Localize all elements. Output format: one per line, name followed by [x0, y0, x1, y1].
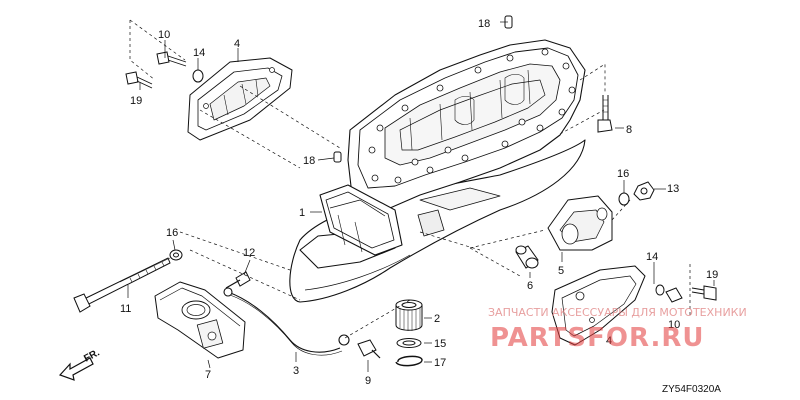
callout-4-right: 4	[606, 335, 612, 347]
callout-17: 17	[434, 357, 446, 369]
front-direction-indicator: FR.	[58, 347, 102, 381]
callout-14-top: 14	[193, 47, 205, 59]
bolt-10-right	[665, 287, 683, 303]
callout-8: 8	[626, 124, 632, 136]
bolt-9	[357, 339, 381, 359]
mount-bracket	[547, 195, 613, 251]
nut-13	[633, 181, 655, 201]
callout-13: 13	[667, 183, 679, 195]
watermark-logo: PARTSFOR.RU	[490, 323, 704, 353]
bolt-19-right	[691, 285, 717, 301]
callout-12: 12	[243, 247, 255, 259]
figure-code: ZY54F0320A	[662, 384, 721, 395]
screw-12	[225, 271, 251, 289]
callout-14-right: 14	[646, 251, 658, 263]
bearing	[395, 299, 423, 331]
bolt-10-top	[156, 51, 187, 67]
callout-9: 9	[365, 375, 371, 387]
washer-14-top	[192, 69, 204, 83]
cover-plate-upper	[187, 57, 293, 141]
callout-10-right: 10	[668, 319, 680, 331]
leader-lines	[127, 19, 715, 372]
washer-16-left	[169, 249, 183, 261]
washer-14-right	[655, 284, 665, 296]
bolt-8	[597, 95, 613, 133]
rubber-grommet	[515, 245, 539, 269]
callout-1: 1	[299, 207, 305, 219]
long-bolt	[73, 257, 171, 313]
callout-18-mid: 18	[303, 155, 315, 167]
dowel-pin-mid	[333, 151, 342, 163]
callout-4-top: 4	[234, 38, 240, 50]
front-arrow-icon	[58, 357, 94, 381]
callout-11: 11	[120, 303, 131, 315]
washer-16-right	[618, 192, 630, 206]
watermark-subtitle: ЗАПЧАСТИ АКСЕССУАРЫ ДЛЯ МОТОТЕХНИКИ	[488, 306, 747, 319]
watermark: ЗАПЧАСТИ АКСЕССУАРЫ ДЛЯ МОТОТЕХНИКИ PART…	[488, 306, 747, 353]
callout-6: 6	[527, 280, 533, 292]
extension-case	[289, 39, 586, 303]
callout-16-left: 16	[166, 227, 178, 239]
callout-15: 15	[434, 338, 446, 350]
washer-15	[396, 338, 422, 348]
front-label: FR.	[82, 347, 102, 364]
callout-18-top: 18	[478, 18, 490, 30]
callouts: 10 14 4 19 18 18 8 1 16 13 16 12 5 6 14 …	[120, 18, 718, 387]
callout-3: 3	[293, 365, 299, 377]
clamp-bracket	[154, 281, 246, 359]
callout-19-top: 19	[130, 95, 142, 107]
callout-2: 2	[434, 313, 440, 325]
callout-16-right: 16	[617, 168, 629, 180]
bolt-19-top	[125, 71, 153, 89]
callout-19-right: 19	[706, 269, 718, 281]
callout-5: 5	[558, 265, 564, 277]
snap-ring	[395, 355, 423, 367]
cover-plate-lower	[551, 265, 646, 346]
callout-7: 7	[205, 369, 211, 381]
callout-10-top: 10	[158, 29, 170, 41]
